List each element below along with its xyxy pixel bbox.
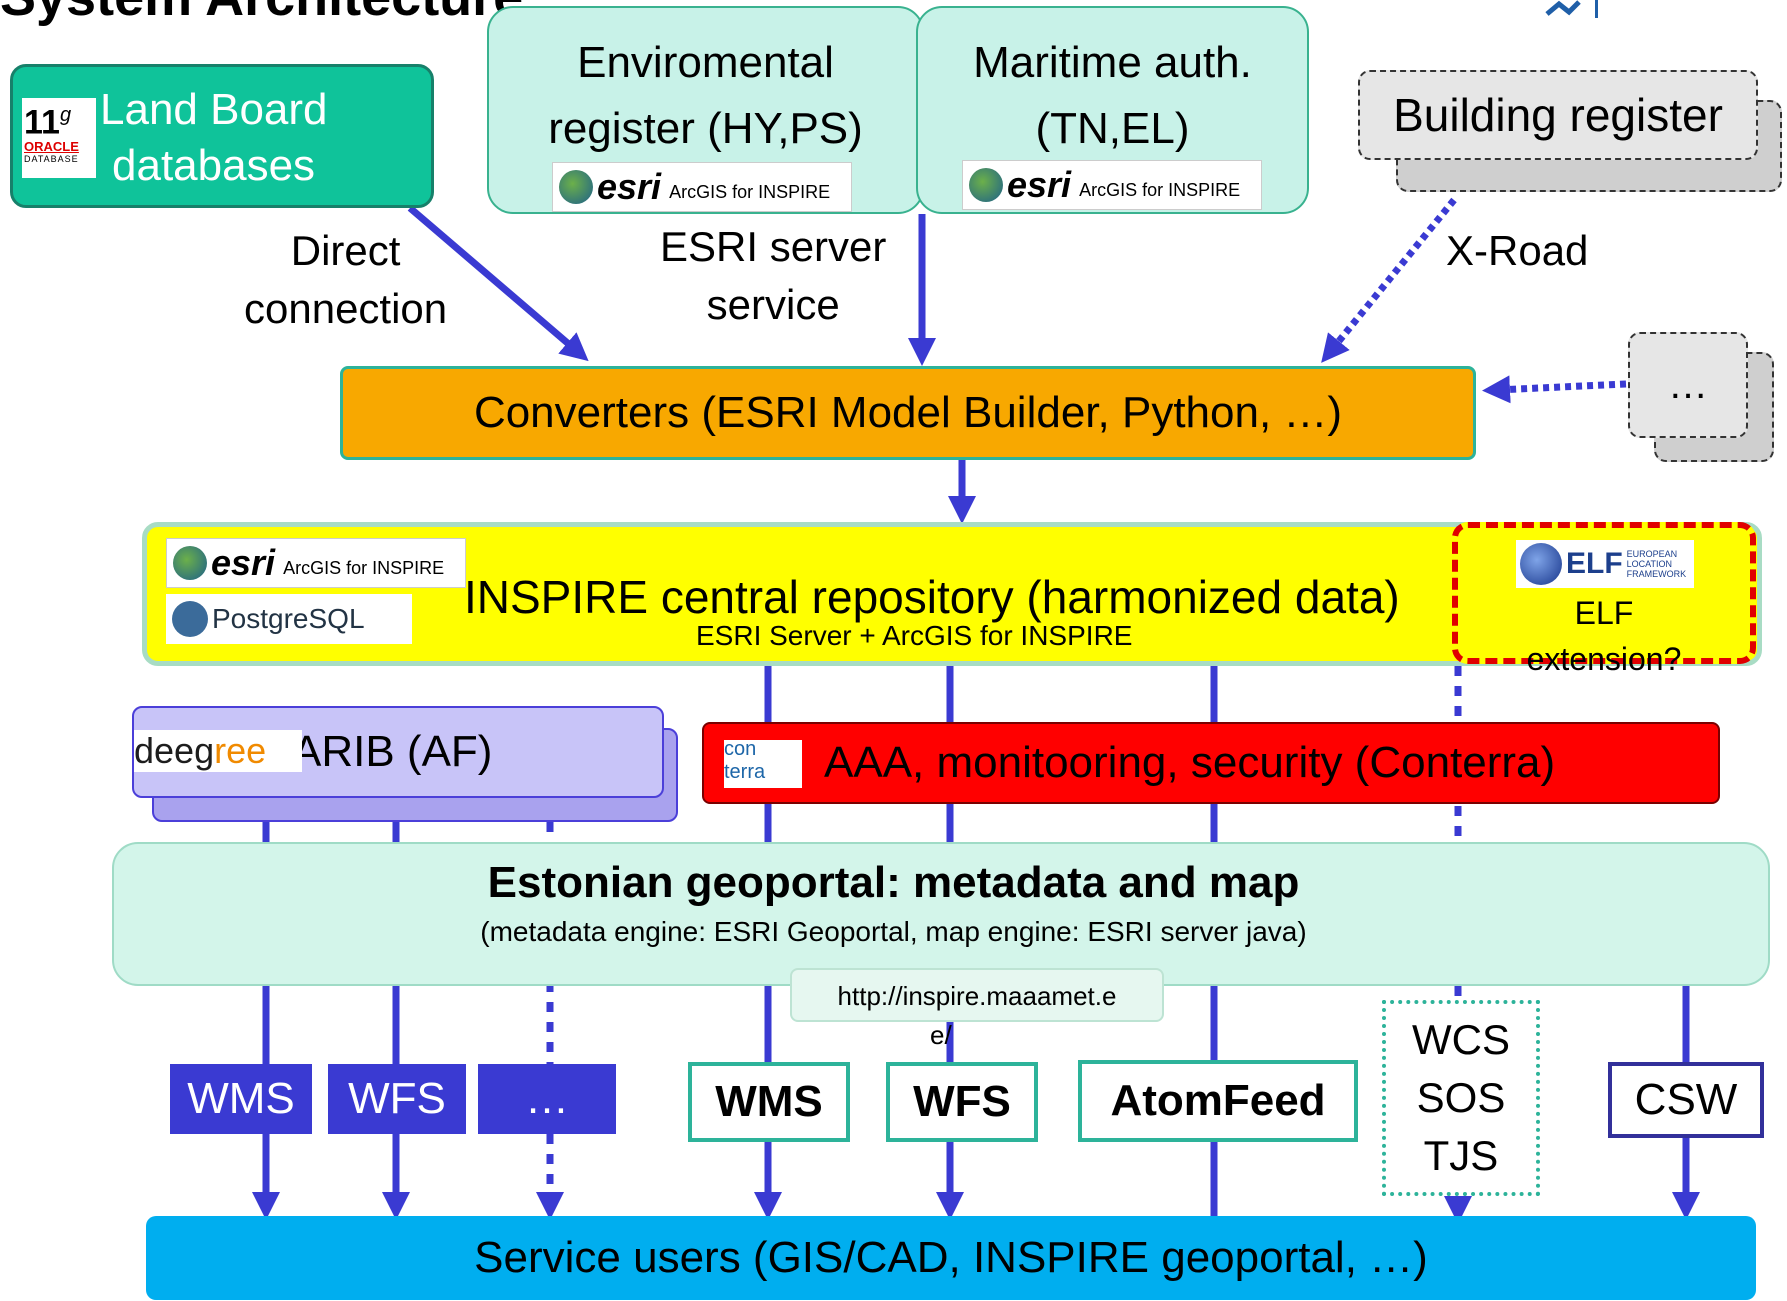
geoportal-title: Estonian geoportal: metadata and map [487,858,1300,907]
environmental-line2: register (HY,PS) [548,104,863,153]
deegree-logo: deegree [134,730,302,772]
service-wfs-label: WFS [913,1077,1011,1126]
service-arib-wfs-label: WFS [348,1074,446,1123]
esri-word: esri [1007,164,1072,205]
service-atomfeed: AtomFeed [1078,1060,1358,1142]
deegree-logo-b: ree [214,730,267,771]
service-users-box: Service users (GIS/CAD, INSPIRE geoporta… [146,1216,1756,1300]
land-board-label: Land Board databases [100,82,328,194]
service-csw: CSW [1608,1062,1764,1138]
service-wcs-sos-tjs: WCS SOS TJS [1382,1000,1540,1196]
esri-word: esri [211,542,276,583]
maritime-line2: (TN,EL) [1035,104,1190,153]
geoportal-url-line1: http://inspire.maaamet.e [837,981,1117,1011]
service-arib-wms: WMS [170,1064,312,1134]
service-csw-label: CSW [1634,1075,1738,1124]
esri-badge-maritime: esri ArcGIS for INSPIRE [962,160,1262,210]
other-source-arrow [1482,375,1627,404]
geoportal-box [112,842,1770,986]
oracle-sup: g [59,104,72,126]
elf-logo: ELF EUROPEAN LOCATION FRAMEWORK [1516,540,1694,588]
direct-connection-arrow [407,205,589,362]
converters-box: Converters (ESRI Model Builder, Python, … [340,366,1476,460]
direct-connection-label: Direct connection [244,222,447,338]
oracle-product: DATABASE [24,154,79,165]
service-arib-wfs: WFS [328,1064,466,1134]
corner-logo-icon [1545,0,1598,18]
geoportal-url[interactable]: http://inspire.maaamet.e [790,968,1164,1022]
esri-globe-icon [173,546,207,580]
direct-line2: connection [244,285,448,332]
esri-service-line2: service [706,281,840,328]
other-source-box: … [1628,332,1748,438]
oracle-badge: 11g ORACLE DATABASE [22,98,96,178]
building-register-label: Building register [1393,89,1723,141]
direct-line1: Direct [290,227,401,274]
elf-line1: ELF [1574,595,1634,631]
esri-globe-icon [559,170,593,204]
geoportal-url-wrap: e/ [930,1020,952,1050]
geoportal-subtitle: (metadata engine: ESRI Geoportal, map en… [480,916,1307,947]
other-source-label: … [1668,362,1708,407]
service-wfs: WFS [886,1062,1038,1142]
service-arib-wms-label: WMS [187,1074,295,1123]
repository-title: INSPIRE central repository (harmonized d… [464,571,1400,623]
land-board-line2: databases [112,141,316,190]
oracle-version: 11 [24,103,60,142]
elf-logo-word: ELF [1566,547,1623,580]
aaa-label: AAA, monitooring, security (Conterra) [824,738,1556,787]
xroad-arrow [1321,197,1457,363]
elf-small-3: FRAMEWORK [1626,569,1687,579]
service-wcs-label: WCS [1412,1016,1510,1063]
conterra-logo: con terra [724,738,802,788]
elf-small-2: LOCATION [1626,559,1673,569]
service-tjs-label: TJS [1423,1132,1499,1179]
service-arib-more-label: … [525,1074,569,1123]
conterra-logo-text: con terra [724,738,766,783]
elf-globe-icon [1520,543,1562,585]
repository-subtitle: ESRI Server + ArcGIS for INSPIRE [696,620,1133,651]
esri-sub: ArcGIS for INSPIRE [669,181,831,202]
elf-line2: extension? [1526,641,1682,677]
esri-service-label: ESRI server service [660,218,886,334]
elf-small-1: EUROPEAN [1626,549,1678,559]
esri-badge-repository: esri ArcGIS for INSPIRE [166,538,466,588]
xroad-label: X-Road [1446,227,1589,274]
postgresql-label: PostgreSQL [212,603,365,634]
aaa-security-box: AAA, monitooring, security (Conterra) [702,722,1720,804]
building-register-box: Building register [1358,70,1758,160]
esri-word: esri [597,166,662,207]
maritime-line1: Maritime auth. [973,38,1252,87]
esri-sub: ArcGIS for INSPIRE [283,557,445,578]
arib-label: ARIB (AF) [292,727,493,776]
esri-sub: ArcGIS for INSPIRE [1079,179,1241,200]
postgresql-badge: PostgreSQL [166,594,412,644]
page-title: System Architecture [0,0,523,28]
converters-label: Converters (ESRI Model Builder, Python, … [473,388,1343,437]
postgresql-elephant-icon [172,601,208,637]
environmental-line1: Enviromental [577,38,834,87]
elf-logo-small: EUROPEAN LOCATION FRAMEWORK [1627,549,1687,579]
deegree-logo-a: deeg [134,730,215,771]
land-board-line1: Land Board [100,85,328,134]
service-wms: WMS [688,1062,850,1142]
esri-service-line1: ESRI server [660,223,887,270]
service-arib-more: … [478,1064,616,1134]
esri-globe-icon [969,168,1003,202]
esri-badge-environmental: esri ArcGIS for INSPIRE [552,162,852,212]
service-atomfeed-label: AtomFeed [1110,1076,1326,1125]
service-sos-label: SOS [1416,1074,1506,1121]
oracle-vendor: ORACLE [24,139,79,155]
service-wms-label: WMS [715,1077,823,1126]
service-users-label: Service users (GIS/CAD, INSPIRE geoporta… [474,1233,1428,1282]
land-board-box [10,64,434,208]
